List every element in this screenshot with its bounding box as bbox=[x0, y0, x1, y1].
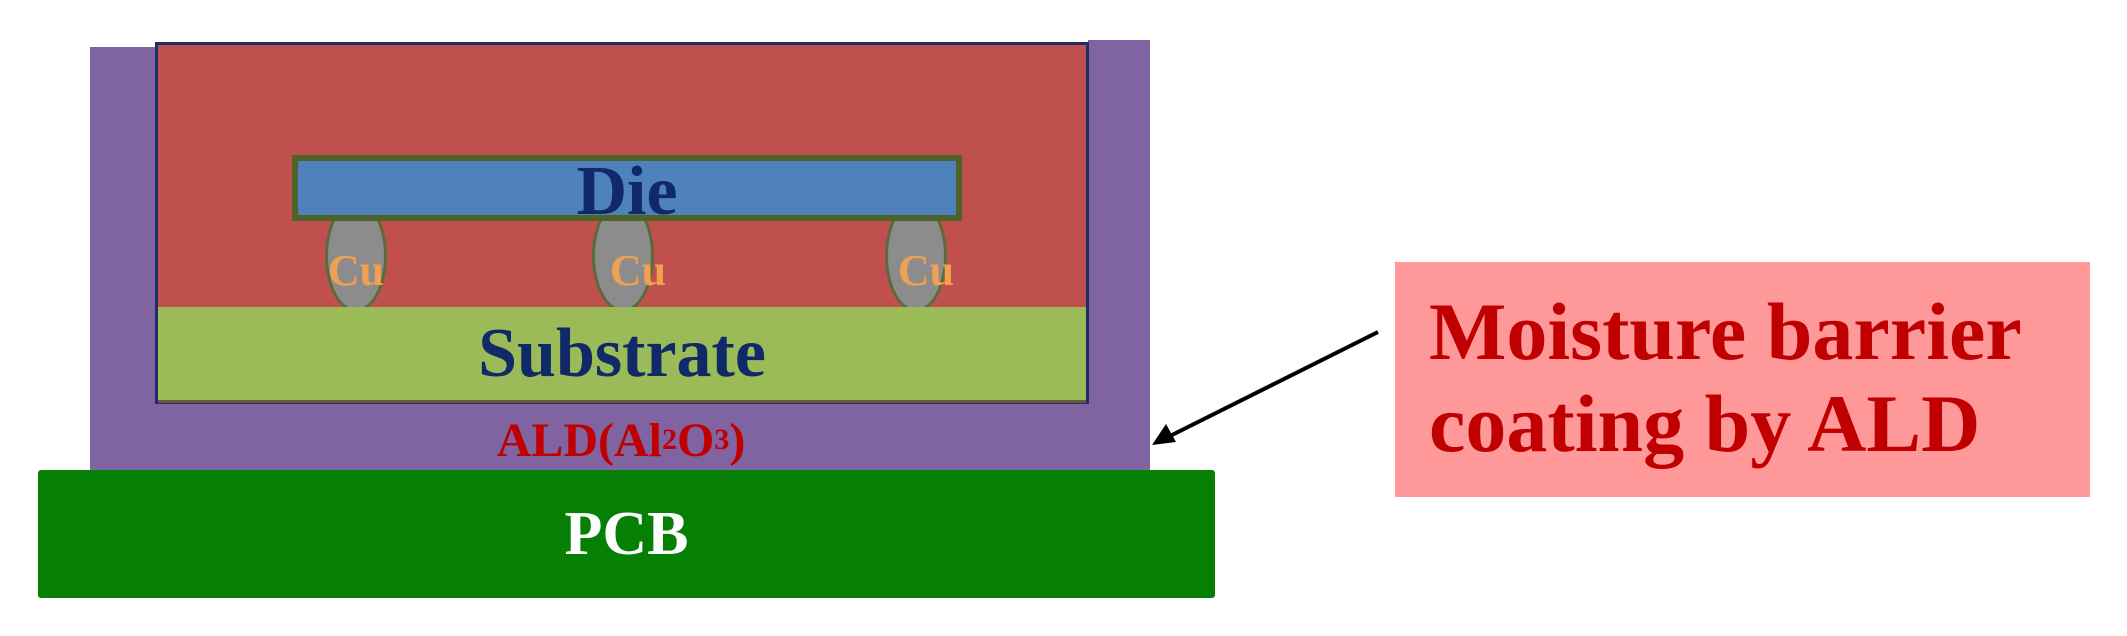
substrate-label: Substrate bbox=[478, 314, 766, 392]
die-label: Die bbox=[576, 153, 678, 230]
ald-coating-bottom-layer bbox=[150, 402, 1092, 470]
cu-label-right: Cu bbox=[897, 246, 955, 295]
cu-label-center: Cu bbox=[609, 246, 667, 295]
arrow-shaft bbox=[1171, 330, 1379, 437]
ald-label-prefix: ALD(Al bbox=[496, 413, 662, 467]
pcb-board: PCB bbox=[38, 470, 1215, 598]
ald-label-sub1: 2 bbox=[662, 423, 677, 456]
pcb-label: PCB bbox=[564, 499, 689, 568]
cu-label-left: Cu bbox=[327, 246, 385, 295]
callout-line-1: Moisture barrier bbox=[1429, 286, 2022, 377]
ald-label-sub2: 3 bbox=[714, 423, 730, 456]
callout-line-2: coating by ALD bbox=[1429, 378, 1981, 469]
die-block: Die bbox=[292, 153, 962, 230]
ald-coating-right-wall bbox=[1088, 40, 1150, 478]
callout-box: Moisture barrier coating by ALD bbox=[1395, 262, 2090, 497]
ald-coating-left-wall bbox=[90, 47, 158, 470]
ald-label-mid: O bbox=[677, 413, 715, 467]
substrate-layer: Substrate bbox=[158, 307, 1086, 403]
ald-label-suffix: ) bbox=[729, 413, 746, 467]
arrow-head-icon bbox=[1152, 424, 1176, 445]
